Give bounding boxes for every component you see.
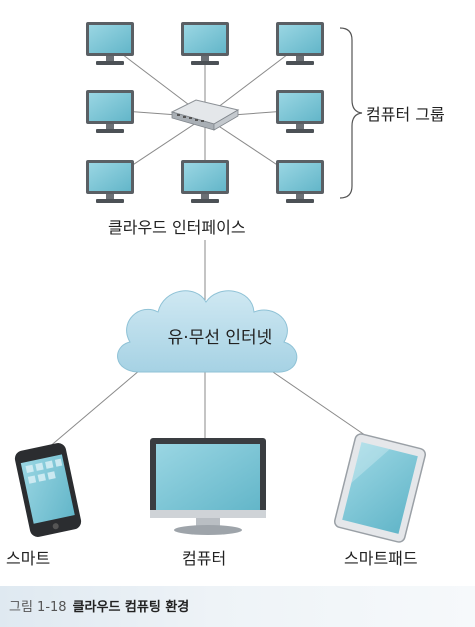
cloud-label: 유·무선 인터넷: [167, 328, 273, 348]
figure-caption-bar: 그림 1-18 클라우드 컴퓨팅 환경: [0, 586, 475, 627]
cloud-computing-diagram: [14, 22, 427, 543]
computer-icon: [181, 22, 229, 65]
network-switch-icon: [170, 99, 240, 131]
monitor-icon: [150, 438, 266, 535]
figure-caption: 그림 1-18 클라우드 컴퓨팅 환경: [9, 596, 189, 615]
smartpad-label: 스마트패드: [344, 549, 418, 568]
computer-icon: [276, 90, 324, 133]
network-links: [47, 44, 376, 449]
computer-label: 컴퓨터: [182, 549, 227, 568]
computer-icon: [276, 22, 324, 65]
cloud-interface-label: 클라우드 인터페이스: [108, 218, 246, 237]
cloud-icon: [117, 290, 298, 373]
tablet-icon: [333, 433, 427, 543]
computer-group-label: 컴퓨터 그룹: [366, 105, 445, 124]
group-brace: [339, 27, 363, 199]
smartphone-label: 스마트: [6, 549, 51, 568]
figure-number: 그림 1-18: [9, 600, 67, 615]
computer-icon: [86, 160, 134, 203]
computer-icon: [86, 90, 134, 133]
figure-title: 클라우드 컴퓨팅 환경: [72, 600, 190, 615]
computer-icon: [181, 160, 229, 203]
computer-icon: [86, 22, 134, 65]
smartphone-icon: [14, 443, 82, 537]
computer-icon: [276, 160, 324, 203]
